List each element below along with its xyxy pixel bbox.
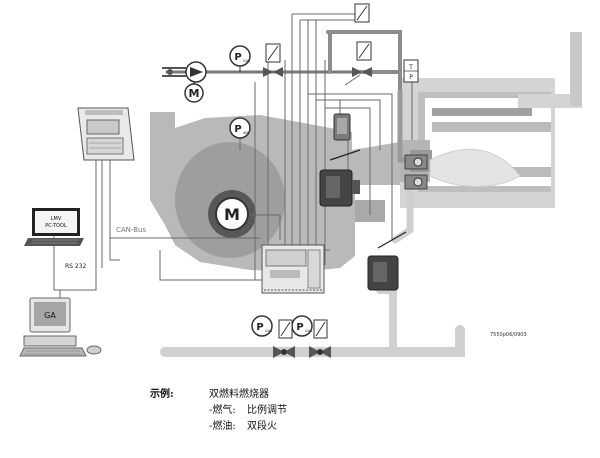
pressure-switch-air: P AIR bbox=[229, 117, 251, 139]
document-code: 7550p06/0903 bbox=[490, 332, 527, 338]
pump-motor-icon: M bbox=[184, 82, 204, 103]
svg-text:P: P bbox=[234, 124, 241, 135]
air-damper-actuator bbox=[319, 169, 360, 207]
burner-nozzle bbox=[404, 154, 428, 190]
gas-valve-right-1 bbox=[354, 3, 370, 23]
ga-terminal: GA bbox=[19, 290, 102, 357]
fan-motor-label: M bbox=[224, 205, 240, 224]
svg-text:GAS: GAS bbox=[265, 329, 273, 333]
svg-text:LMV: LMV bbox=[51, 216, 62, 222]
svg-text:P: P bbox=[234, 52, 241, 63]
svg-text:P: P bbox=[409, 74, 413, 81]
laptop: LMV PC-TOOL bbox=[24, 208, 84, 246]
fan-motor-icon: M bbox=[215, 197, 249, 231]
pump-motor-label: M bbox=[189, 87, 200, 100]
can-bus-label: CAN-Bus bbox=[116, 226, 146, 234]
caption: 示例: 双燃料燃烧器 -燃气: 比例调节 -燃油: 双段火 bbox=[0, 380, 600, 458]
temperature-pressure-sensor: T P bbox=[403, 59, 419, 83]
caption-label: 示例: bbox=[150, 389, 174, 400]
gas-damper-actuator bbox=[329, 113, 361, 161]
caption-oil-text: 双段火 bbox=[247, 421, 277, 432]
lmv-controller bbox=[261, 244, 325, 294]
burner-system-diagram: M P GAS P AIR T P bbox=[19, 3, 582, 358]
gas-valve-bottom-1 bbox=[273, 319, 295, 358]
rs232-label: RS 232 bbox=[65, 263, 87, 270]
caption-gas-line: -燃气: 比例调节 bbox=[209, 401, 287, 416]
gas-valve-bottom-2 bbox=[309, 319, 331, 358]
pump-icon bbox=[162, 61, 207, 83]
caption-oil-prefix: -燃油: bbox=[209, 421, 236, 432]
pressure-switch-gas-1: P GAS bbox=[229, 45, 251, 72]
ga-label: GA bbox=[44, 311, 56, 320]
gas-valve-top bbox=[263, 43, 283, 77]
svg-text:P: P bbox=[256, 322, 263, 333]
caption-title: 双燃料燃烧器 bbox=[209, 389, 269, 400]
svg-text:PC-TOOL: PC-TOOL bbox=[45, 223, 67, 229]
pressure-switch-gas-3: P GAS bbox=[291, 315, 313, 337]
svg-text:T: T bbox=[408, 64, 413, 71]
svg-text:AIR: AIR bbox=[243, 131, 249, 135]
control-wiring bbox=[53, 13, 413, 291]
display-unit bbox=[77, 107, 135, 161]
svg-text:GAS: GAS bbox=[243, 59, 251, 63]
flame bbox=[429, 148, 521, 187]
caption-gas-prefix: -燃气: bbox=[209, 405, 236, 416]
pressure-switch-gas-2: P GAS bbox=[251, 315, 273, 337]
gas-valve-right-2 bbox=[352, 41, 372, 77]
gas-pipeline bbox=[160, 30, 465, 357]
svg-text:GAS: GAS bbox=[305, 329, 313, 333]
svg-text:P: P bbox=[296, 322, 303, 333]
caption-gas-text: 比例调节 bbox=[247, 405, 287, 416]
oil-actuator bbox=[367, 231, 407, 291]
caption-oil-line: -燃油: 双段火 bbox=[209, 417, 277, 432]
